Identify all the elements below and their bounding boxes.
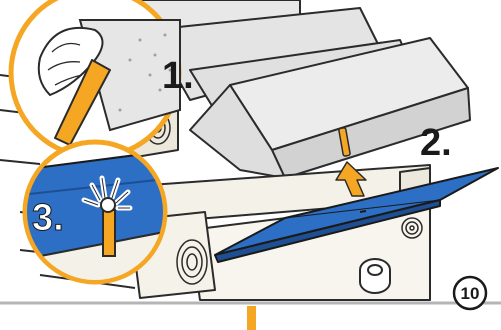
step-3-label: 3. — [32, 197, 64, 239]
page-number: 10 — [461, 284, 480, 303]
page-number-badge: 10 — [454, 277, 486, 309]
step-2-label: 2. — [420, 122, 452, 164]
orange-connector — [247, 306, 256, 330]
tape-roll-icon — [360, 259, 390, 293]
step-1-label: 1. — [162, 55, 194, 97]
